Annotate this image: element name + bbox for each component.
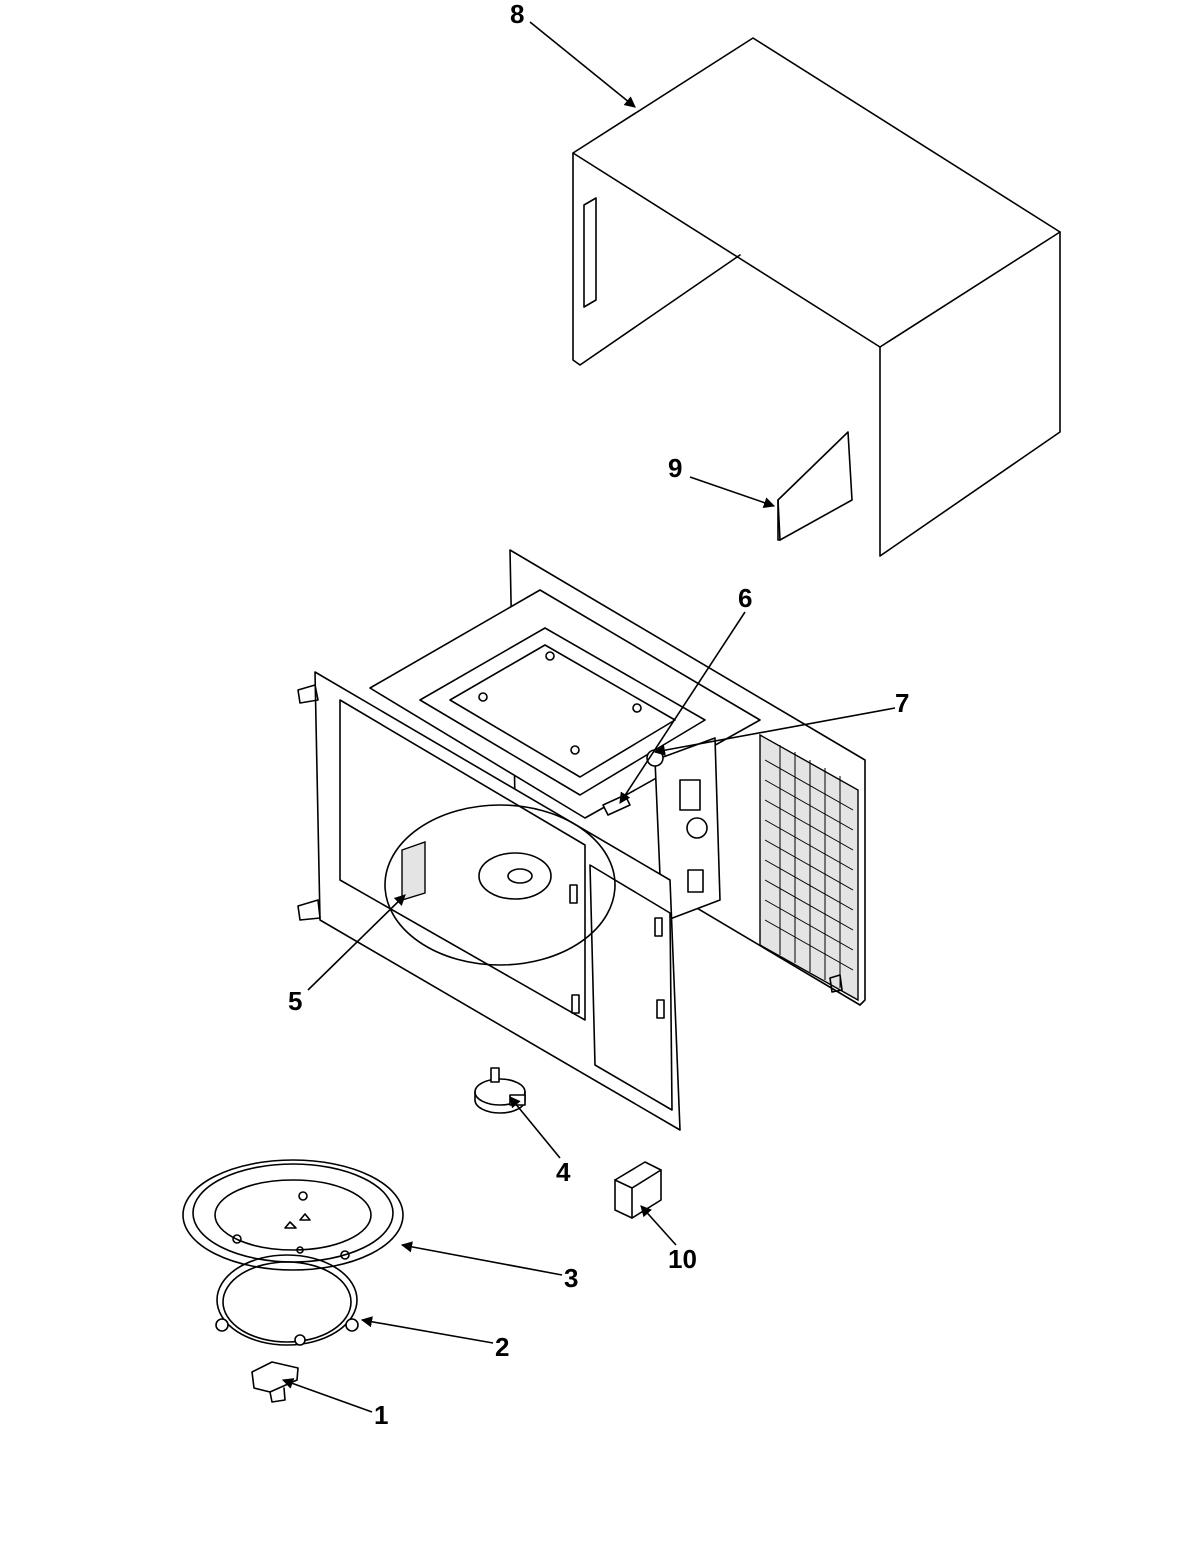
- callout-5: 5: [288, 986, 302, 1016]
- vent-grille: [764, 745, 854, 988]
- oven-chassis: [297, 549, 866, 1131]
- coupler: [251, 1361, 299, 1403]
- callout-6: 6: [738, 583, 752, 613]
- leader-lines: [281, 21, 896, 1413]
- insulation-pad: [777, 431, 853, 541]
- callout-3: 3: [564, 1263, 578, 1293]
- callout-8: 8: [510, 0, 524, 29]
- callout-9: 9: [668, 453, 682, 483]
- callout-1: 1: [374, 1400, 388, 1430]
- callout-2: 2: [495, 1332, 509, 1362]
- turntable-tray: [182, 1159, 404, 1271]
- outer-cabinet: [572, 37, 1061, 557]
- callout-4: 4: [556, 1157, 571, 1187]
- callout-7: 7: [895, 688, 909, 718]
- callout-10: 10: [668, 1244, 697, 1274]
- roller-ring: [215, 1254, 359, 1346]
- foam-block: [614, 1161, 662, 1219]
